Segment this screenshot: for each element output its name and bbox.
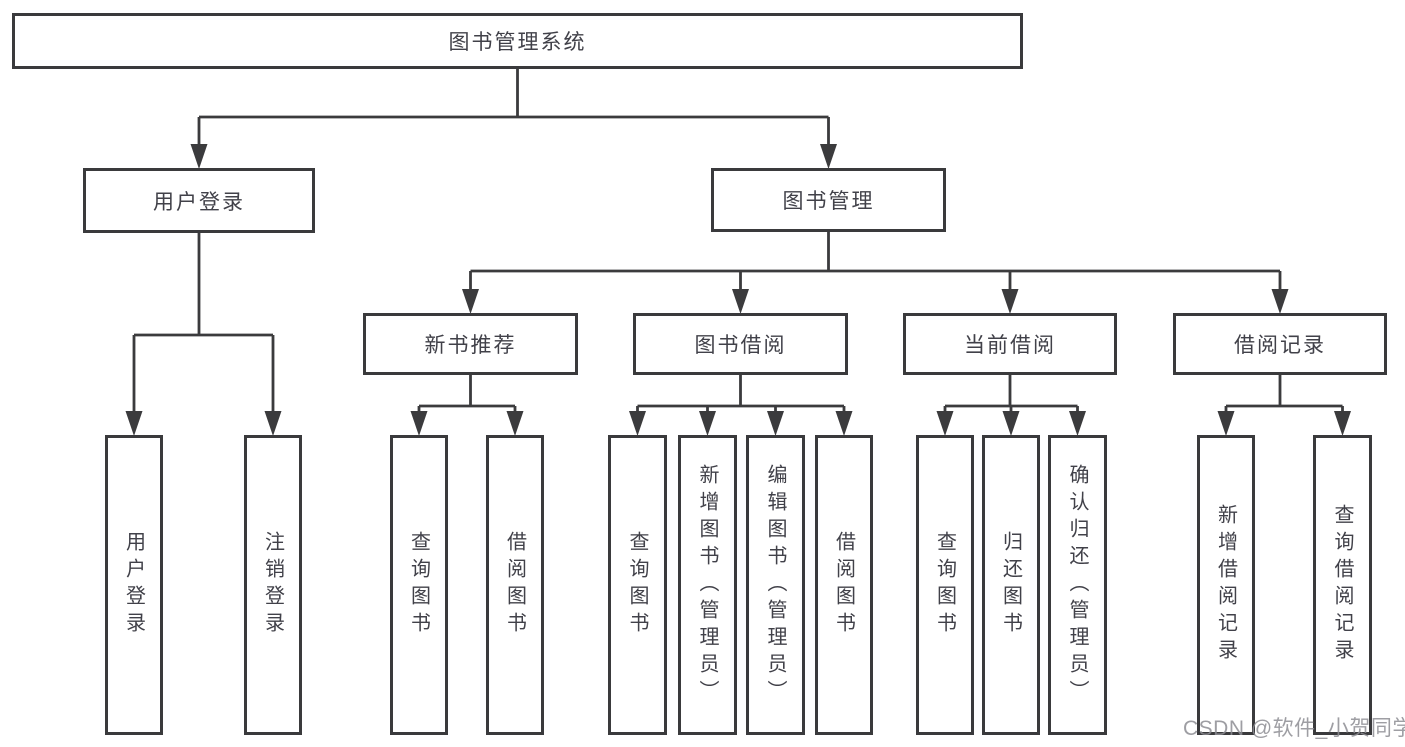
node-leaf-cb-query: 查询图书 (916, 435, 974, 735)
node-label: 查询借阅记录 (1331, 504, 1353, 666)
node-leaf-nbr-borrow: 借阅图书 (486, 435, 544, 735)
node-label: 查询图书 (407, 531, 430, 639)
node-label: 图书管理系统 (448, 31, 587, 54)
node-user-login: 用户登录 (83, 168, 315, 233)
node-leaf-cb-return: 归还图书 (982, 435, 1040, 735)
node-label: 查询图书 (933, 531, 956, 639)
connector-arrowheads (125, 144, 1351, 436)
node-leaf-bb-add: 新增图书（管理员） (678, 435, 737, 735)
node-label: 编辑图书（管理员） (764, 463, 786, 707)
node-borrowing-records: 借阅记录 (1173, 313, 1387, 375)
node-label: 图书管理 (782, 190, 875, 213)
node-leaf-logout: 注销登录 (244, 435, 302, 735)
node-label: 新书推荐 (424, 334, 517, 357)
node-leaf-bb-query: 查询图书 (608, 435, 667, 735)
node-label: 归还图书 (999, 531, 1022, 639)
node-label: 新增图书（管理员） (696, 463, 718, 707)
node-label: 图书借阅 (694, 334, 787, 357)
node-label: 确认归还（管理员） (1066, 463, 1088, 707)
node-leaf-bb-edit: 编辑图书（管理员） (746, 435, 805, 735)
node-label: 借阅图书 (832, 531, 855, 639)
node-leaf-cb-confirm: 确认归还（管理员） (1048, 435, 1107, 735)
node-label: 借阅图书 (503, 531, 526, 639)
node-label: 用户登录 (153, 190, 245, 214)
node-leaf-br-query: 查询借阅记录 (1313, 435, 1372, 735)
connector-lines (132, 69, 1344, 415)
node-system: 图书管理系统 (12, 13, 1023, 69)
node-label: 借阅记录 (1234, 334, 1326, 357)
watermark: CSDN @软件_小贺同学 (1183, 717, 1405, 740)
node-leaf-br-add: 新增借阅记录 (1197, 435, 1255, 735)
node-label: 当前借阅 (964, 334, 1056, 357)
node-leaf-bb-borrow: 借阅图书 (815, 435, 873, 735)
node-label: 查询图书 (626, 531, 648, 639)
node-leaf-nbr-query: 查询图书 (390, 435, 448, 735)
node-book-borrowing: 图书借阅 (633, 313, 848, 375)
node-label: 注销登录 (261, 531, 284, 639)
node-book-management: 图书管理 (711, 168, 946, 232)
node-new-book-recommend: 新书推荐 (363, 313, 578, 375)
node-leaf-user-login: 用户登录 (105, 435, 163, 735)
node-label: 用户登录 (122, 531, 145, 639)
node-current-borrowing: 当前借阅 (903, 313, 1117, 375)
node-label: 新增借阅记录 (1214, 504, 1237, 666)
